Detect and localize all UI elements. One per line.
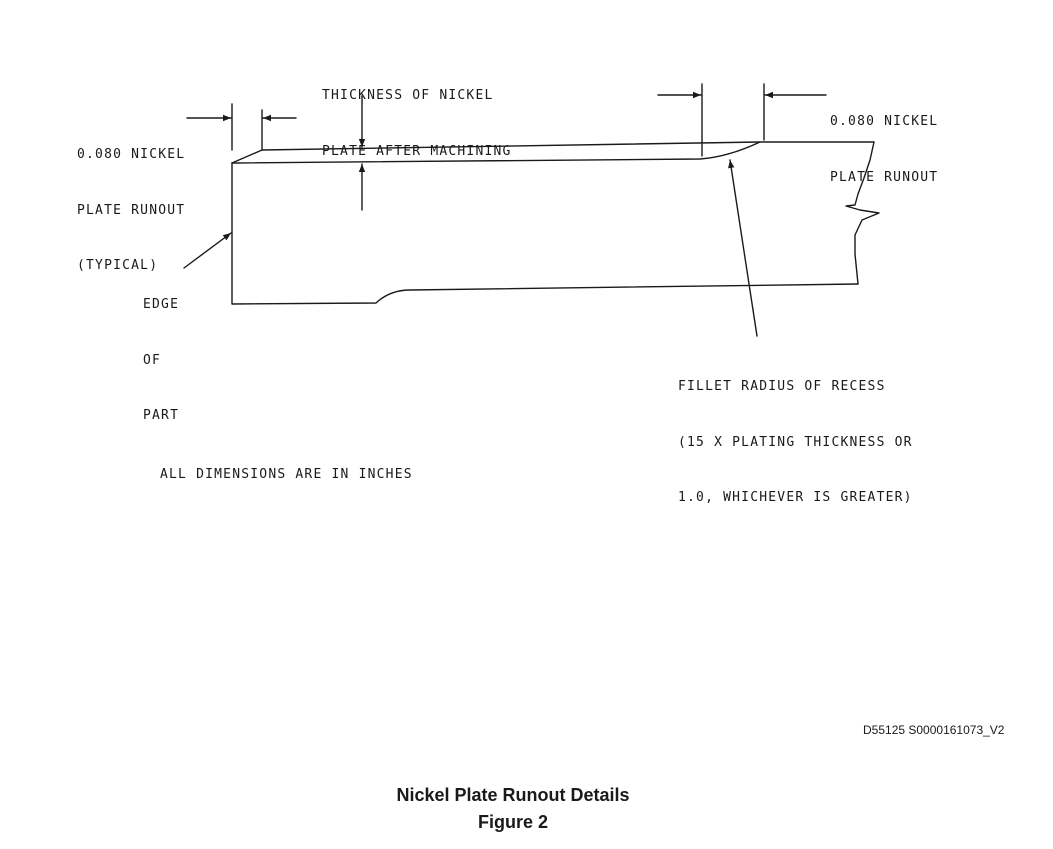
part-outline	[231, 162, 859, 305]
runout-right-line-2: PLATE RUNOUT	[830, 169, 939, 185]
document-id: D55125 S0000161073_V2	[863, 723, 1005, 737]
runout-left-line-3: (TYPICAL)	[77, 258, 159, 273]
units-note: ALL DIMENSIONS ARE IN INCHES	[160, 467, 413, 482]
runout-left-line-1: 0.080 NICKEL	[77, 147, 186, 162]
runout-left-line-2: PLATE RUNOUT	[77, 202, 186, 218]
thickness-label-line-1: THICKNESS OF NICKEL	[322, 88, 494, 103]
caption-title: Nickel Plate Runout Details	[396, 785, 630, 805]
fillet-label-line-2: (15 X PLATING THICKNESS OR	[678, 434, 913, 450]
nickel-plate-layer	[231, 141, 875, 164]
runout-right-label: 0.080 NICKEL PLATE RUNOUT	[830, 76, 938, 206]
runout-left-label: 0.080 NICKEL PLATE RUNOUT (TYPICAL)	[77, 109, 185, 294]
thickness-label: THICKNESS OF NICKEL PLATE AFTER MACHININ…	[322, 50, 512, 180]
fillet-leader	[728, 159, 758, 337]
break-line	[845, 141, 880, 285]
thickness-label-line-2: PLATE AFTER MACHINING	[322, 143, 512, 159]
edge-label-line-3: PART	[143, 408, 180, 423]
fillet-label-line-3: 1.0, WHICHEVER IS GREATER)	[678, 490, 913, 505]
caption-figure: Figure 2	[477, 812, 548, 832]
edge-label-line-1: EDGE	[143, 297, 180, 312]
edge-label-line-2: OF	[143, 352, 162, 368]
fillet-label-line-1: FILLET RADIUS OF RECESS	[678, 379, 886, 394]
runout-right-line-1: 0.080 NICKEL	[830, 114, 939, 129]
plate-fillet	[231, 141, 761, 164]
fillet-label: FILLET RADIUS OF RECESS (15 X PLATING TH…	[678, 341, 913, 526]
edge-label: EDGE OF PART	[143, 259, 179, 444]
edge-leader	[183, 232, 232, 269]
